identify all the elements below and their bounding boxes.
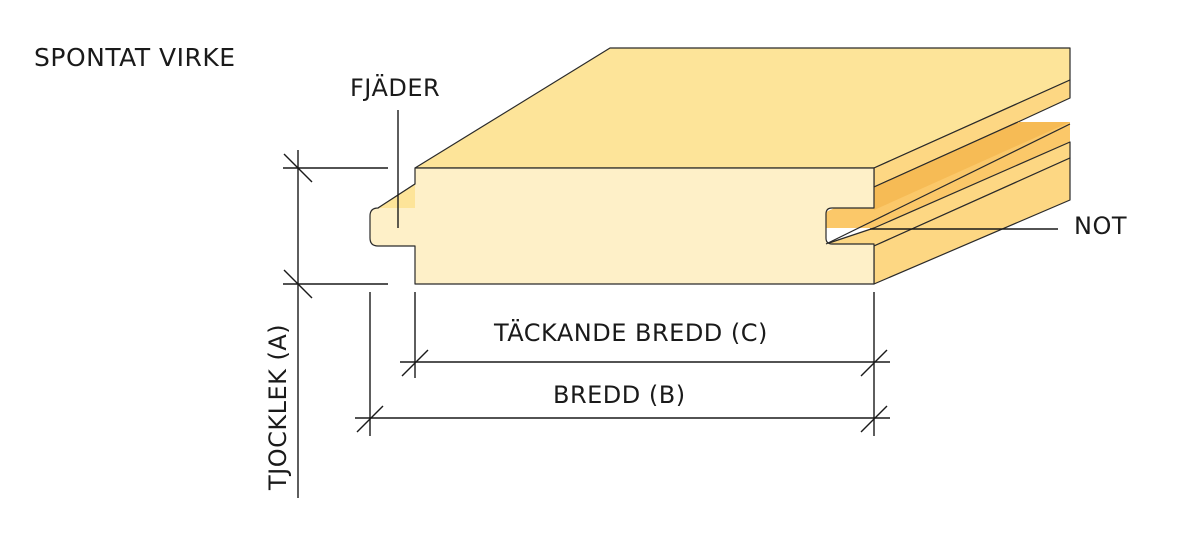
covering-width-dimension <box>400 292 890 436</box>
groove-shadow <box>874 122 1070 210</box>
groove-top-line <box>873 121 1019 188</box>
board-front-face <box>369 167 875 285</box>
width-label: BREDD (B) <box>553 381 686 409</box>
covering-width-label: TÄCKANDE BREDD (C) <box>493 318 768 347</box>
thickness-dimension <box>283 150 388 498</box>
diagram-title: SPONTAT VIRKE <box>34 43 236 72</box>
wood-board <box>369 47 1071 285</box>
groove-label: NOT <box>1074 212 1127 240</box>
thickness-label: TJOCKLEK (A) <box>264 324 292 491</box>
tongue-label: FJÄDER <box>350 73 440 102</box>
width-dimension <box>355 292 890 436</box>
groove-edge-line <box>825 123 1071 245</box>
